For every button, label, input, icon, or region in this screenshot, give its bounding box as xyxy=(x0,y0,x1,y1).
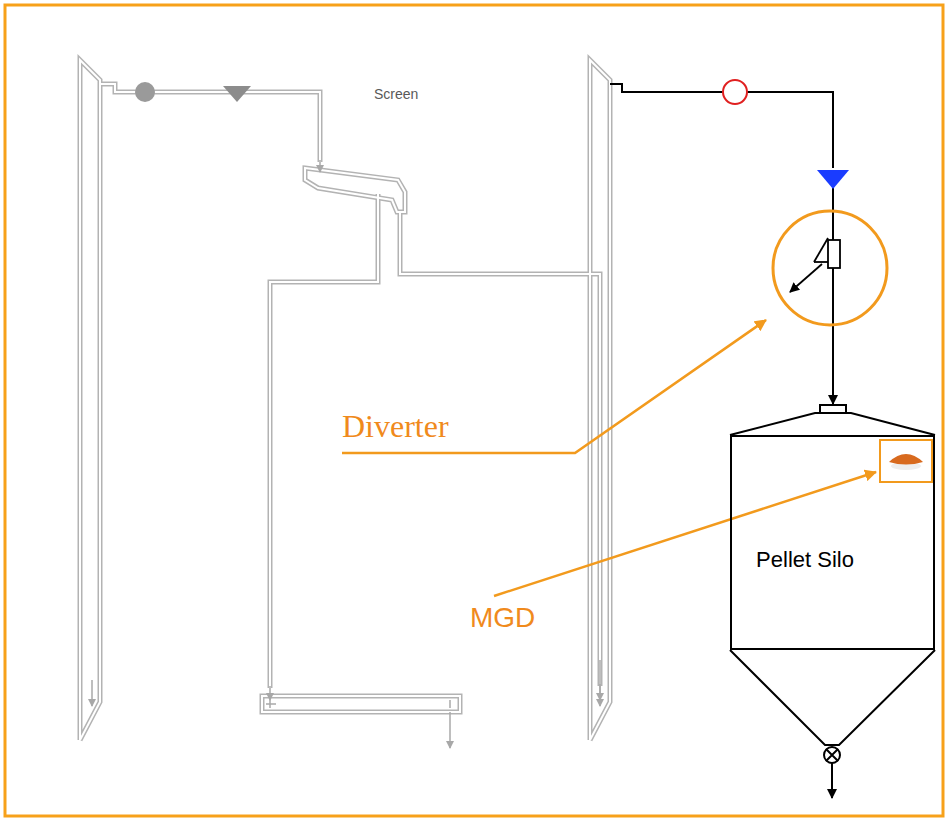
frame-border xyxy=(5,5,943,816)
valve-triangle xyxy=(817,170,849,189)
silo-body: Pellet Silo xyxy=(730,435,935,650)
screen-label-node: Screen xyxy=(374,86,418,103)
silo-outline xyxy=(730,405,935,798)
mgd-icon xyxy=(880,440,932,482)
leader-line xyxy=(342,320,876,596)
callout-label: Diverter xyxy=(342,408,449,445)
node-text: Pellet Silo xyxy=(750,543,860,576)
fan-symbol xyxy=(723,80,747,104)
valve-triangle xyxy=(223,86,251,102)
highlight-circle xyxy=(773,211,887,325)
pellet-line xyxy=(610,84,833,404)
diverter-symbol xyxy=(790,238,840,292)
node-text: Screen xyxy=(374,86,418,103)
callout-label: MGD xyxy=(470,602,535,634)
fan-symbol xyxy=(135,82,155,102)
grey-equipment xyxy=(80,60,610,740)
